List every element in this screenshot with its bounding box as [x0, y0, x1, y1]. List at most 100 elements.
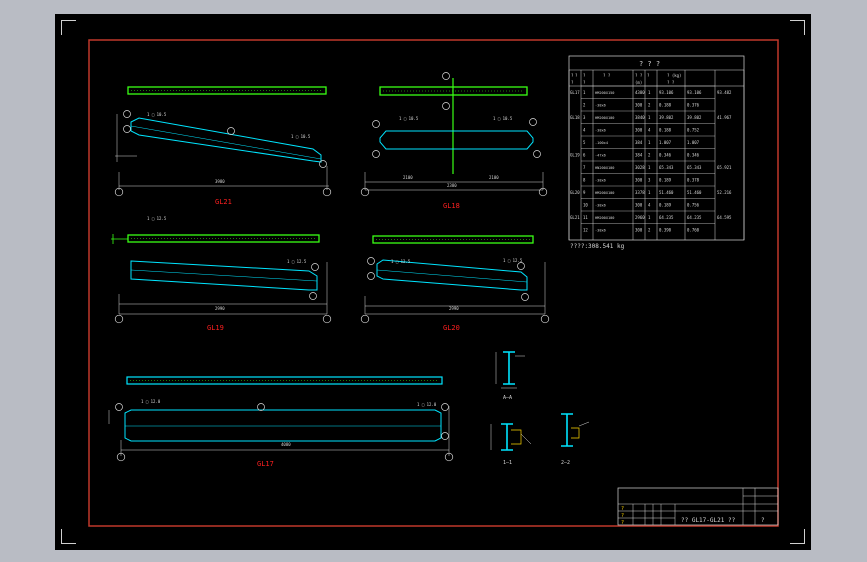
beam-label: GL18 — [443, 202, 460, 210]
table-cell: HM200X150 — [595, 91, 614, 95]
table-cell: 4 — [648, 203, 651, 208]
table-cell: -100x4 — [595, 141, 608, 145]
weld-note: 1 □ 12.5 — [147, 216, 167, 221]
table-cell: GL19 — [570, 153, 580, 158]
table-header-cell: ? — [571, 80, 574, 85]
table-header-cell: ? — [583, 73, 586, 78]
table-cell: 93.106 — [687, 90, 702, 95]
weld-note: 1 □ 12.5 — [503, 258, 523, 263]
table-title: ? ? ? — [639, 60, 660, 68]
table-cell: -38x6 — [595, 204, 606, 208]
span-dimension: 4080 — [281, 442, 291, 447]
section-label: A—A — [503, 395, 512, 401]
beam-gl18[interactable]: 1 □ 10.5 1 □ 10.5 2100 2100 2380 GL18 — [360, 72, 548, 211]
section-a-a[interactable]: A—A — [495, 351, 525, 401]
table-cell: 1 — [648, 140, 651, 145]
drawing-frame — [88, 39, 779, 527]
table-cell: 93.482 — [717, 90, 732, 95]
table-cell: 0.378 — [687, 178, 700, 183]
table-cell: 2 — [648, 228, 651, 233]
table-cell: 12 — [583, 228, 588, 233]
beam-gl20[interactable]: 1 □ 12.5 1 □ 12.5 2990 GL20 — [360, 235, 550, 332]
table-cell: HN200X100 — [595, 166, 614, 170]
table-cell: 1 — [648, 90, 651, 95]
section-label: 1—1 — [503, 460, 512, 466]
table-cell: -47x6 — [595, 154, 606, 158]
table-cell: 1 — [648, 215, 651, 220]
table-cell: 3 — [648, 178, 651, 183]
table-header-cell: ? (kg) — [667, 73, 681, 78]
span-dimension: 2380 — [447, 183, 457, 188]
span-dimension: 3980 — [215, 179, 225, 184]
table-cell: 11 — [583, 215, 588, 220]
table-cell: 65.343 — [687, 165, 702, 170]
table-cell: -38x6 — [595, 179, 606, 183]
table-cell: 0.189 — [659, 178, 672, 183]
table-cell: 384 — [635, 153, 643, 158]
section-label: 2—2 — [561, 460, 570, 466]
table-header-cell: ? — [583, 80, 586, 85]
table-cell: 64.235 — [659, 215, 674, 220]
table-header-cell: ? — [575, 73, 578, 78]
table-footer: ????:308.541 kg — [570, 243, 625, 250]
table-cell: 3378 — [635, 190, 645, 195]
table-header-cell: ? ? — [635, 73, 643, 78]
crop-mark-top-left — [61, 20, 76, 35]
table-header-cell: (m) — [635, 80, 642, 85]
table-cell: 51.460 — [659, 190, 674, 195]
table-header-cell: ? — [647, 73, 650, 78]
beam-label: GL17 — [257, 460, 274, 468]
plan-strip — [126, 376, 443, 385]
table-cell: -38x6 — [595, 129, 606, 133]
table-cell: 39.802 — [659, 115, 674, 120]
beam-elevation — [124, 409, 442, 442]
table-cell: 52.216 — [717, 190, 732, 195]
beam-gl19[interactable]: 1 □ 12.5 1 □ 12.5 2990 GL19 — [111, 216, 332, 332]
crop-mark-top-right — [790, 20, 805, 35]
beam-elevation — [379, 130, 534, 150]
table-cell: 65.921 — [717, 165, 732, 170]
dimension: 2100 — [403, 175, 413, 180]
table-cell: 64.235 — [687, 215, 702, 220]
section-1-1[interactable]: 1—1 — [490, 423, 532, 466]
title-block-cell: ? — [621, 520, 624, 526]
beam-gl21[interactable]: 1 □ 10.5 1 □ 10.5 3980 GL21 — [114, 86, 332, 206]
beam-label: GL21 — [215, 198, 232, 206]
table-cell: 2 — [648, 103, 651, 108]
table-cell: HM200X100 — [595, 116, 614, 120]
table-cell: 1 — [583, 90, 586, 95]
cad-drawing-canvas[interactable]: 1 □ 10.5 1 □ 10.5 3980 GL21 1 □ 10.5 1 □… — [55, 14, 811, 550]
table-cell: 1 — [648, 190, 651, 195]
section-2-2[interactable]: 2—2 — [561, 413, 590, 466]
beam-elevation — [130, 260, 318, 291]
crop-mark-bottom-left — [61, 529, 76, 544]
table-cell: 5 — [583, 140, 586, 145]
table-cell: 1.007 — [687, 140, 700, 145]
table-cell: 0.346 — [687, 153, 700, 158]
table-cell: 10 — [583, 203, 588, 208]
table-cell: GL17 — [570, 90, 580, 95]
beam-gl17[interactable]: 1 □ 12.0 1 □ 12.0 4080 GL17 — [108, 376, 454, 468]
table-cell: 2960 — [635, 215, 645, 220]
title-block[interactable]: ? ? ? ?? GL17-GL21 ?? ? — [617, 487, 779, 526]
table-cell: 1 — [648, 165, 651, 170]
table-cell: 0.188 — [659, 103, 672, 108]
table-cell: GL18 — [570, 115, 580, 120]
table-cell: 0.390 — [659, 228, 672, 233]
plan-strip — [127, 234, 320, 243]
table-cell: 0.756 — [687, 203, 700, 208]
table-cell: 3840 — [635, 115, 645, 120]
